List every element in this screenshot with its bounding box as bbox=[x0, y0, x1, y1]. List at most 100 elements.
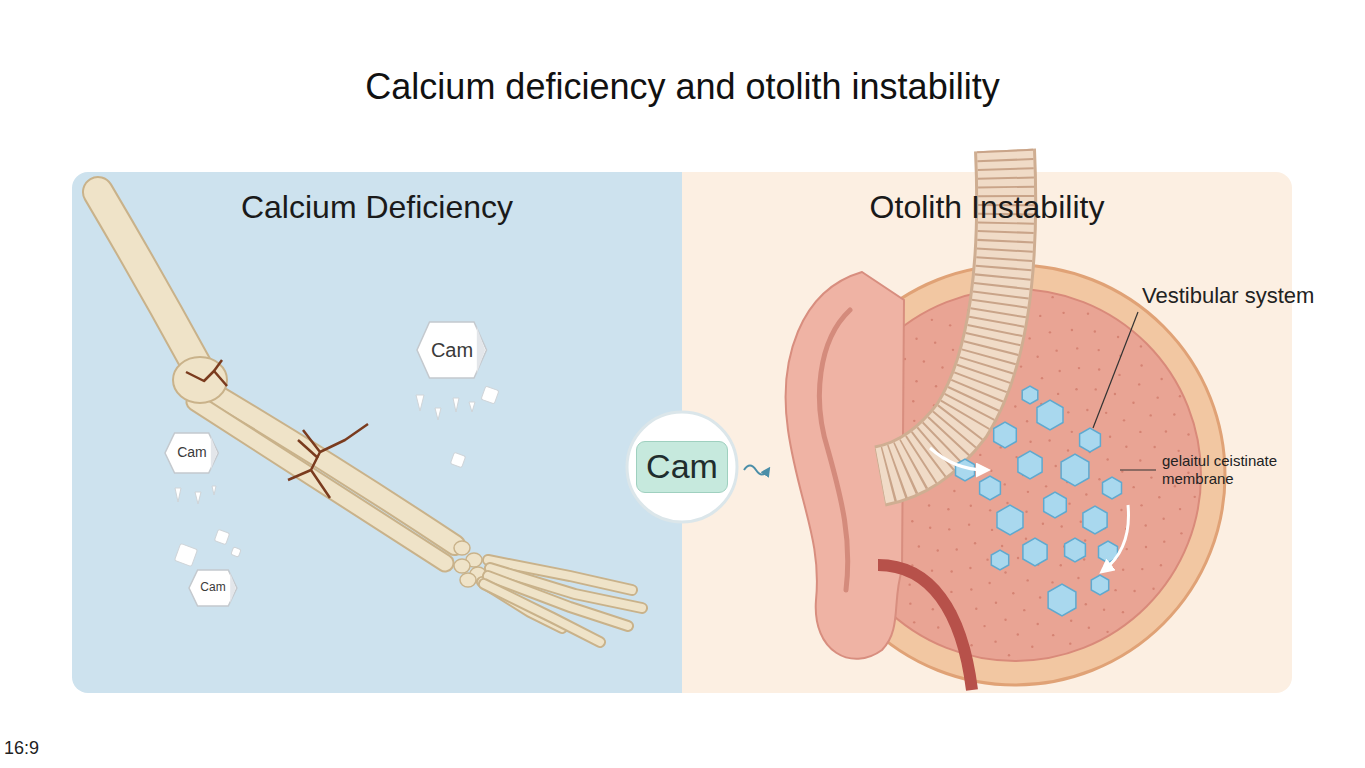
texture-dot bbox=[1150, 476, 1152, 478]
texture-dot bbox=[909, 602, 911, 604]
texture-dot bbox=[904, 358, 906, 360]
texture-dot bbox=[1125, 528, 1127, 530]
texture-dot bbox=[1105, 546, 1107, 548]
texture-dot bbox=[981, 434, 983, 436]
texture-dot bbox=[1043, 545, 1045, 547]
texture-dot bbox=[915, 337, 917, 339]
texture-dot bbox=[1132, 402, 1134, 404]
texture-dot bbox=[989, 509, 991, 511]
crystal-shade bbox=[477, 326, 485, 373]
texture-dot bbox=[1026, 420, 1028, 422]
texture-dot bbox=[1061, 525, 1063, 527]
texture-dot bbox=[869, 560, 871, 562]
texture-dot bbox=[1048, 420, 1050, 422]
texture-dot bbox=[1037, 623, 1039, 625]
texture-dot bbox=[1114, 589, 1116, 591]
tube-rings bbox=[880, 150, 1006, 476]
otolith-crystal bbox=[994, 422, 1017, 448]
bone bbox=[98, 192, 198, 368]
texture-dot bbox=[1010, 347, 1012, 349]
bone bbox=[484, 584, 600, 642]
otolith-crystal bbox=[1023, 538, 1047, 566]
otolith-crystal bbox=[1083, 506, 1107, 534]
texture-dot bbox=[988, 582, 990, 584]
texture-dot bbox=[997, 396, 999, 398]
texture-dot bbox=[861, 457, 863, 459]
texture-dot bbox=[1180, 532, 1182, 534]
texture-dot bbox=[955, 395, 957, 397]
texture-dot bbox=[1160, 378, 1162, 380]
texture-dot bbox=[834, 484, 836, 486]
texture-dot bbox=[918, 438, 920, 440]
texture-dot bbox=[886, 466, 888, 468]
texture-dot bbox=[982, 344, 984, 346]
texture-dot bbox=[1076, 347, 1078, 349]
otolith-crystal bbox=[1044, 492, 1067, 518]
texture-dot bbox=[933, 484, 935, 486]
crystal-shade bbox=[211, 436, 217, 470]
texture-dot bbox=[967, 309, 969, 311]
texture-dot bbox=[1133, 590, 1135, 592]
otolith-crystal bbox=[1091, 575, 1108, 595]
bone bbox=[195, 402, 445, 563]
crack-line bbox=[298, 440, 318, 458]
texture-dot bbox=[993, 417, 995, 419]
texture-dot bbox=[1106, 631, 1108, 633]
texture-dot bbox=[969, 567, 971, 569]
crack-line bbox=[186, 371, 227, 386]
bone bbox=[488, 560, 632, 590]
texture-dot bbox=[1084, 539, 1086, 541]
panel: Otolith Instability bbox=[682, 172, 1292, 693]
texture-dot bbox=[1103, 566, 1105, 568]
texture-dot bbox=[991, 529, 993, 531]
texture-dot bbox=[1020, 365, 1022, 367]
otolith-crystal bbox=[1018, 451, 1042, 479]
texture-dot bbox=[1042, 523, 1044, 525]
wave-arrow bbox=[744, 466, 768, 475]
crack-line bbox=[214, 360, 222, 371]
texture-dot bbox=[995, 602, 997, 604]
texture-dot bbox=[941, 366, 943, 368]
texture-dot bbox=[917, 473, 919, 475]
fragment-drop bbox=[416, 395, 424, 411]
texture-dot bbox=[934, 341, 936, 343]
texture-dot bbox=[1051, 296, 1053, 298]
bone-outline bbox=[488, 560, 632, 590]
leader-line bbox=[1093, 312, 1138, 428]
texture-dot bbox=[1017, 633, 1019, 635]
texture-dot bbox=[1080, 520, 1082, 522]
texture-dot bbox=[1001, 545, 1003, 547]
texture-dot bbox=[989, 297, 991, 299]
texture-dot bbox=[1097, 509, 1099, 511]
texture-dot bbox=[944, 441, 946, 443]
texture-dot bbox=[1085, 603, 1087, 605]
texture-dot bbox=[1025, 511, 1027, 513]
crystal-face bbox=[189, 570, 237, 606]
crystal-box: Cam bbox=[189, 570, 237, 606]
crack-line bbox=[320, 424, 368, 452]
crystal-box: Cam bbox=[417, 322, 487, 378]
texture-dot bbox=[895, 509, 897, 511]
texture-dot bbox=[870, 477, 872, 479]
texture-dot bbox=[877, 381, 879, 383]
texture-dot bbox=[1011, 524, 1013, 526]
texture-dot bbox=[1138, 383, 1140, 385]
texture-dot bbox=[1039, 315, 1041, 317]
texture-dot bbox=[839, 421, 841, 423]
texture-dot bbox=[1066, 481, 1068, 483]
outer-ear bbox=[786, 272, 904, 659]
texture-dot bbox=[913, 420, 915, 422]
bone-outline bbox=[490, 568, 642, 608]
crack-line bbox=[288, 470, 311, 480]
texture-dot bbox=[983, 625, 985, 627]
texture-dot bbox=[887, 593, 889, 595]
texture-dot bbox=[937, 626, 939, 628]
texture-dot bbox=[1006, 379, 1008, 381]
texture-dot bbox=[962, 434, 964, 436]
texture-dot bbox=[1122, 569, 1124, 571]
texture-dot bbox=[866, 579, 868, 581]
fragment-cube bbox=[231, 547, 241, 557]
fragment-cube bbox=[481, 386, 499, 404]
flow-arrow bbox=[1104, 505, 1129, 570]
